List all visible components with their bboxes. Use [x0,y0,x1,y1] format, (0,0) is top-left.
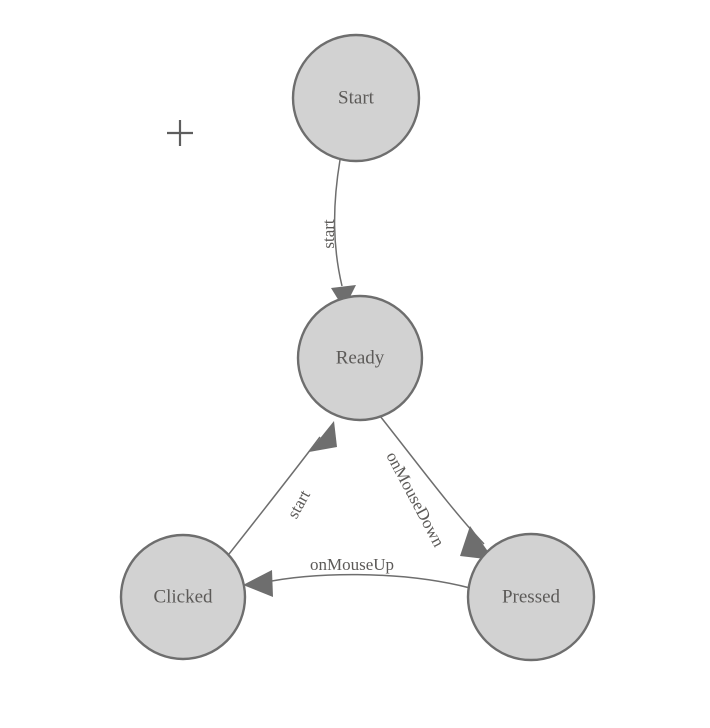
node-label: Ready [336,347,385,368]
arrowhead [243,570,273,597]
node-label: Clicked [153,586,213,607]
edge-label-clicked-to-ready: start [283,487,314,522]
edge-line [261,573,471,589]
edge-line [228,436,321,555]
node-ready[interactable]: Ready [296,294,424,422]
edge-line [333,159,343,287]
arrowhead [309,421,337,452]
node-label: Pressed [502,586,561,607]
node-shape[interactable] [291,33,421,163]
node-shape[interactable] [296,294,424,422]
crosshair-icon [167,120,193,146]
edge-label-ready-to-pressed: onMouseDown [382,449,448,551]
node-clicked[interactable]: Clicked [119,533,247,661]
edge-ready-to-pressed[interactable] [379,415,494,560]
edge-label-pressed-to-clicked: onMouseUp [310,555,394,574]
node-shape[interactable] [466,532,596,662]
node-shape[interactable] [119,533,247,661]
arrowhead [460,526,494,560]
node-pressed[interactable]: Pressed [466,532,596,662]
node-label: Start [338,87,375,108]
edge-clicked-to-ready[interactable] [228,421,337,555]
edge-pressed-to-clicked[interactable] [243,570,471,597]
node-start[interactable]: Start [291,33,421,163]
edge-label-start-to-ready: start [319,219,338,249]
